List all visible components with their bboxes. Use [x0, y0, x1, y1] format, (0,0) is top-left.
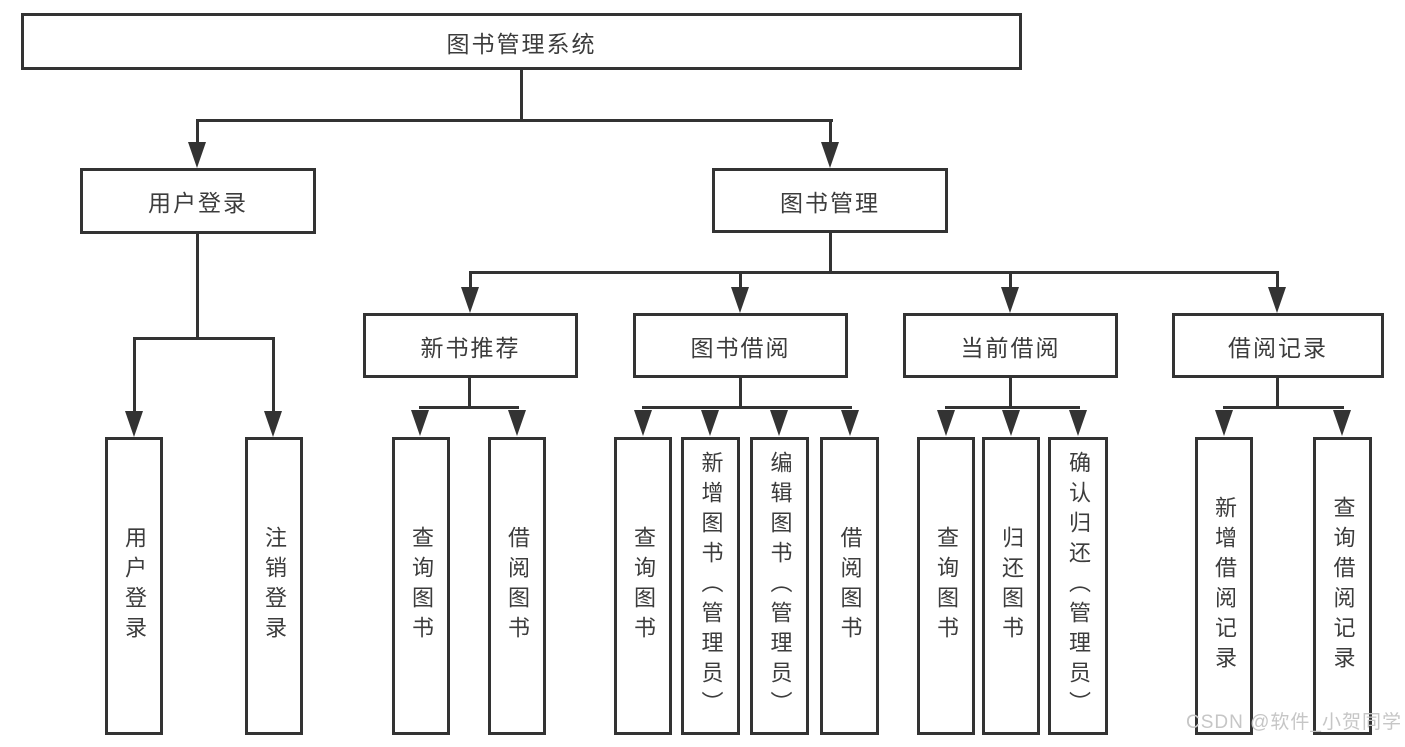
connector-arrowhead [731, 287, 749, 313]
node-leaf-add-borrow-record: 新增借阅记录 [1195, 437, 1253, 735]
node-book-management: 图书管理 [712, 168, 948, 233]
connector-arrowhead [508, 410, 526, 436]
node-label: 查询借阅记录 [1330, 496, 1356, 676]
connector-line [133, 337, 136, 415]
node-label: 编辑图书（管理员） [767, 451, 793, 721]
connector-line [1276, 378, 1279, 409]
node-leaf-query-books-borrow: 查询图书 [614, 437, 672, 735]
node-label: 图书管理 [780, 189, 880, 216]
node-leaf-confirm-return-admin: 确认归还（管理员） [1048, 437, 1108, 735]
connector-arrowhead [701, 410, 719, 436]
connector-arrowhead [1002, 410, 1020, 436]
connector-line [520, 69, 523, 120]
connector-line [1223, 406, 1344, 409]
connector-arrowhead [461, 287, 479, 313]
node-label: 注销登录 [262, 526, 287, 646]
connector-line [829, 119, 832, 149]
connector-line [272, 337, 275, 415]
node-label: 查询图书 [631, 526, 656, 646]
node-label: 新书推荐 [420, 334, 521, 361]
connector-line [133, 337, 275, 340]
connector-line [196, 119, 833, 122]
node-label: 新增图书（管理员） [698, 451, 724, 721]
node-label: 图书借阅 [690, 334, 791, 361]
connector-arrowhead [841, 410, 859, 436]
node-new-book-recommendation: 新书推荐 [363, 313, 578, 378]
node-leaf-query-books-recommend: 查询图书 [392, 437, 450, 735]
connector-arrowhead [411, 410, 429, 436]
node-label: 查询图书 [409, 526, 434, 646]
node-leaf-query-books-current: 查询图书 [917, 437, 975, 735]
node-label: 归还图书 [999, 526, 1024, 646]
node-leaf-user-login: 用户登录 [105, 437, 163, 735]
connector-line [1009, 378, 1012, 409]
node-label: 借阅记录 [1228, 334, 1328, 361]
connector-line [642, 406, 852, 409]
connector-line [1009, 271, 1012, 291]
node-leaf-edit-book-admin: 编辑图书（管理员） [750, 437, 809, 735]
connector-line [1276, 271, 1279, 291]
node-label: 用户登录 [148, 190, 248, 216]
connector-line [739, 271, 742, 291]
connector-line [196, 234, 199, 339]
node-leaf-borrow-books: 借阅图书 [820, 437, 879, 735]
node-library-management-system: 图书管理系统 [21, 13, 1022, 70]
node-label: 借阅图书 [837, 526, 863, 646]
connector-line [419, 406, 519, 409]
connector-line [469, 271, 1279, 274]
connector-arrowhead [634, 410, 652, 436]
node-borrowing-records: 借阅记录 [1172, 313, 1384, 378]
connector-arrowhead [937, 410, 955, 436]
node-leaf-query-borrow-record: 查询借阅记录 [1313, 437, 1372, 735]
connector-arrowhead [1268, 287, 1286, 313]
connector-line [469, 271, 472, 291]
node-label: 图书管理系统 [446, 30, 597, 57]
connector-arrowhead [125, 411, 143, 437]
node-label: 借阅图书 [505, 526, 530, 646]
connector-arrowhead [1333, 410, 1351, 436]
connector-line [829, 233, 832, 273]
node-leaf-logout: 注销登录 [245, 437, 303, 735]
node-leaf-add-book-admin: 新增图书（管理员） [681, 437, 740, 735]
connector-arrowhead [188, 142, 206, 168]
connector-arrowhead [1001, 287, 1019, 313]
node-label: 确认归还（管理员） [1066, 451, 1091, 721]
node-current-borrowing: 当前借阅 [903, 313, 1118, 378]
node-leaf-return-book: 归还图书 [982, 437, 1040, 735]
node-label: 新增借阅记录 [1212, 496, 1237, 676]
connector-line [945, 406, 1080, 409]
node-label: 用户登录 [122, 526, 147, 646]
connector-arrowhead [264, 411, 282, 437]
connector-line [196, 119, 199, 149]
node-leaf-borrow-books-recommend: 借阅图书 [488, 437, 546, 735]
connector-arrowhead [770, 410, 788, 436]
node-label: 当前借阅 [960, 334, 1061, 361]
node-label: 查询图书 [934, 526, 959, 646]
connector-line [739, 378, 742, 409]
connector-line [468, 378, 471, 409]
node-user-login: 用户登录 [80, 168, 316, 234]
connector-arrowhead [1215, 410, 1233, 436]
watermark: CSDN @软件_小贺同学 [1186, 712, 1402, 733]
connector-arrowhead [1069, 410, 1087, 436]
connector-arrowhead [821, 142, 839, 168]
node-book-borrowing: 图书借阅 [633, 313, 848, 378]
